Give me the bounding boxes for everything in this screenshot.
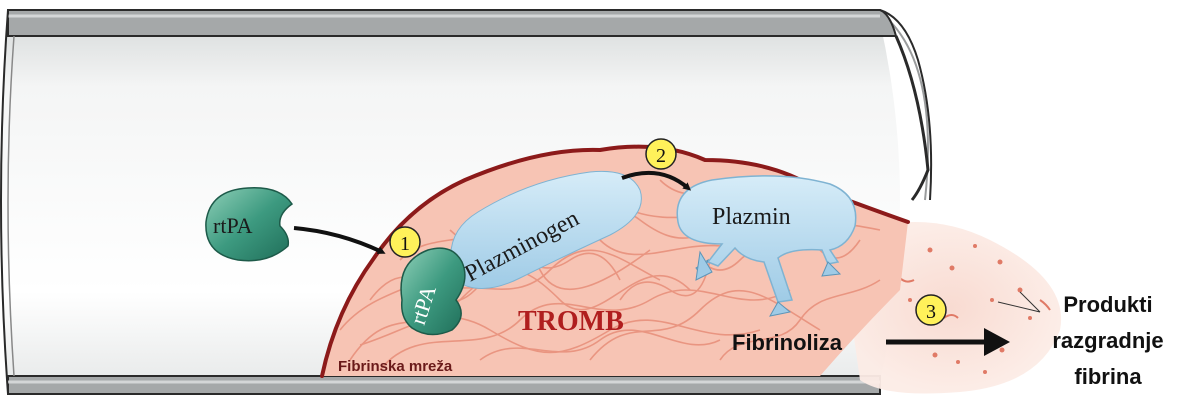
step-3-number: 3: [926, 301, 936, 323]
rtpa-bound-molecule: rtPA: [401, 248, 465, 334]
step-badge-3: 3: [916, 295, 946, 325]
plasmin-label: Plazmin: [712, 204, 791, 230]
step-1-number: 1: [400, 233, 410, 255]
fibrinolysis-label: Fibrinoliza: [732, 330, 843, 355]
products-line-1: Produkti: [1063, 292, 1152, 317]
fibrin-mesh-label: Fibrinska mreža: [338, 358, 453, 375]
vessel-top-wall: [8, 10, 896, 36]
rtpa-free-label: rtPA: [213, 213, 253, 238]
products-line-2: razgradnje: [1052, 328, 1163, 353]
step-badge-2: 2: [646, 139, 676, 169]
thrombus-label: TROMB: [518, 306, 624, 337]
vessel-bottom-wall: [8, 376, 880, 394]
degradation-products-label: Produkti razgradnje fibrina: [1052, 292, 1163, 389]
step-badge-1: 1: [390, 227, 420, 257]
step-2-number: 2: [656, 145, 666, 167]
products-line-3: fibrina: [1074, 364, 1142, 389]
rtpa-free-molecule: rtPA: [206, 188, 292, 261]
